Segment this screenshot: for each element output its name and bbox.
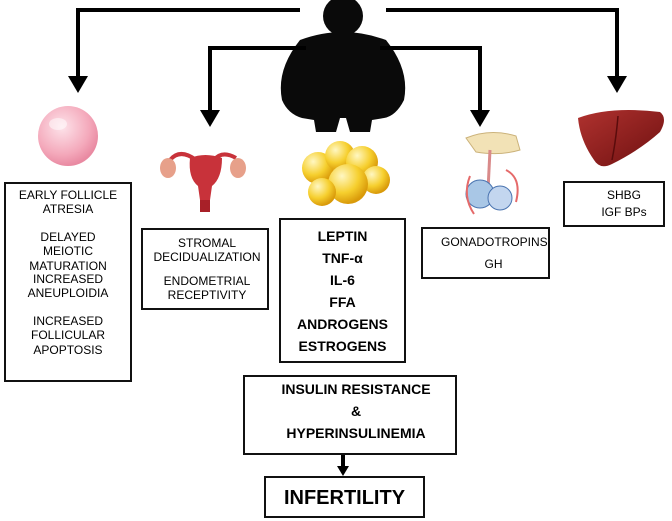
ovum-icon bbox=[38, 106, 98, 166]
liver-icon bbox=[578, 110, 664, 167]
pituitary-item-1: GONADOTROPINS bbox=[441, 235, 548, 249]
adipose-item-3: IL-6 bbox=[330, 272, 355, 288]
pituitary-item-2: GH bbox=[484, 257, 503, 271]
pituitary-icon bbox=[465, 132, 521, 215]
ovary-effect-4: INCREASED FOLLICULAR APOPTOSIS bbox=[30, 314, 106, 357]
insulin-box: INSULIN RESISTANCE & HYPERINSULINEMIA bbox=[243, 375, 457, 455]
adipose-item-6: ESTROGENS bbox=[298, 338, 387, 354]
uterus-effects-box: STROMAL DECIDUALIZATION ENDOMETRIAL RECE… bbox=[141, 228, 269, 310]
uterus-icon bbox=[160, 152, 246, 212]
adipose-effects-box: LEPTIN TNF-α IL-6 FFA ANDROGENS ESTROGEN… bbox=[279, 218, 406, 363]
pituitary-effects-box: GONADOTROPINS GH bbox=[421, 227, 550, 279]
adipose-item-1: LEPTIN bbox=[317, 228, 368, 244]
ovary-effect-3: INCREASED ANEUPLOIDIA bbox=[27, 272, 109, 301]
insulin-line-2: & bbox=[350, 403, 362, 419]
arrowheads bbox=[68, 76, 627, 476]
ovary-effect-2: DELAYED MEIOTIC MATURATION bbox=[29, 230, 107, 273]
liver-item-1: SHBG bbox=[606, 188, 641, 202]
insulin-line-1: INSULIN RESISTANCE bbox=[281, 381, 431, 397]
ovary-effects-box: EARLY FOLLICLE ATRESIA DELAYED MEIOTIC M… bbox=[4, 182, 132, 382]
obese-silhouette-icon bbox=[280, 0, 406, 132]
insulin-line-3: HYPERINSULINEMIA bbox=[286, 425, 426, 441]
uterus-effect-2: ENDOMETRIAL RECEPTIVITY bbox=[163, 274, 251, 303]
liver-effects-box: SHBG IGF BPs bbox=[563, 181, 665, 227]
outcome-label: INFERTILITY bbox=[283, 487, 406, 509]
connector-arrows bbox=[76, 8, 619, 468]
ovary-effect-1: EARLY FOLLICLE ATRESIA bbox=[18, 188, 118, 217]
uterus-effect-1: STROMAL DECIDUALIZATION bbox=[153, 236, 261, 265]
infertility-box: INFERTILITY bbox=[264, 476, 425, 518]
liver-item-2: IGF BPs bbox=[601, 205, 647, 219]
adipose-item-5: ANDROGENS bbox=[296, 316, 388, 332]
adipose-item-4: FFA bbox=[329, 294, 356, 310]
adipose-cells-icon bbox=[302, 141, 390, 206]
adipose-item-2: TNF-α bbox=[322, 250, 363, 266]
